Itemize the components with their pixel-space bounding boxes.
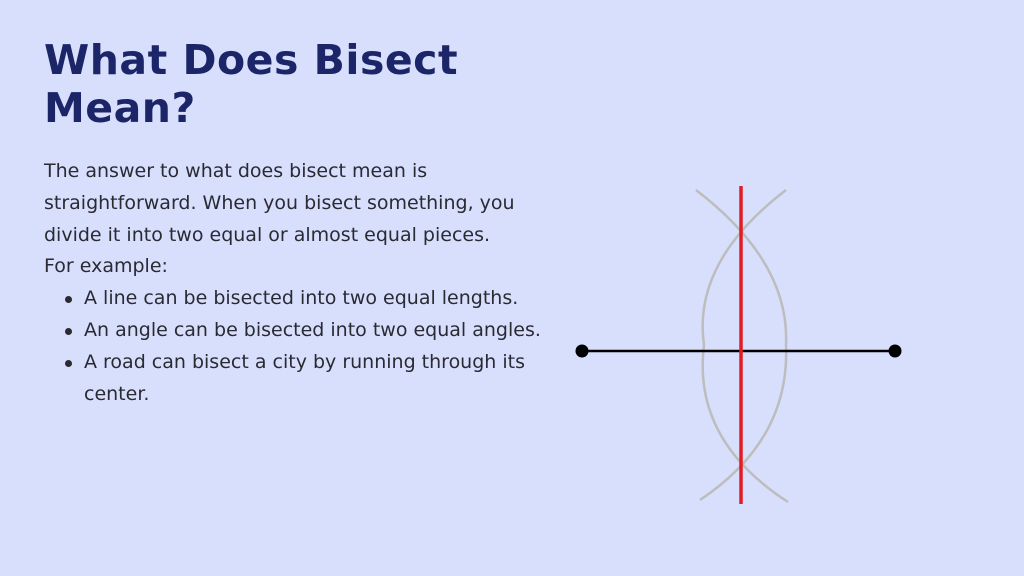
list-item-text: A road can bisect a city by running thro… xyxy=(84,350,525,405)
bullet-icon xyxy=(65,327,72,335)
arc-right-upper xyxy=(701,189,787,346)
segment-endpoint-right xyxy=(888,344,902,358)
list-item: A line can be bisected into two equal le… xyxy=(65,283,544,315)
list-item: A road can bisect a city by running thro… xyxy=(65,347,544,411)
bullet-icon xyxy=(65,296,72,304)
example-list: A line can be bisected into two equal le… xyxy=(44,283,544,410)
arc-left-upper xyxy=(695,189,788,346)
bullet-icon xyxy=(65,359,72,367)
list-item-text: A line can be bisected into two equal le… xyxy=(84,287,519,310)
body-text: The answer to what does bisect mean is s… xyxy=(44,156,544,410)
page-title: What Does Bisect Mean? xyxy=(44,36,459,132)
list-item-text: An angle can be bisected into two equal … xyxy=(84,318,541,341)
arc-left-lower xyxy=(699,344,788,502)
bisector-diagram xyxy=(575,186,902,504)
segment-endpoint-left xyxy=(575,344,589,358)
example-label: For example: xyxy=(44,255,168,278)
intro-paragraph: The answer to what does bisect mean is s… xyxy=(44,160,515,246)
arc-right-lower xyxy=(701,344,789,504)
list-item: An angle can be bisected into two equal … xyxy=(65,315,544,347)
